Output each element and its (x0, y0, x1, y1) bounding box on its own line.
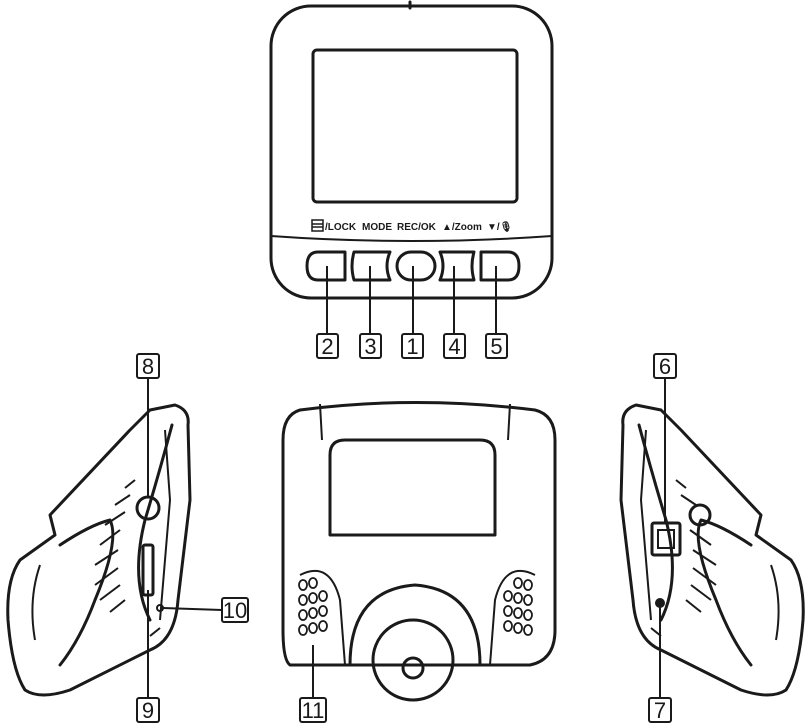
label-zoom: ▲/Zoom (442, 222, 482, 233)
rear-view (281, 401, 557, 702)
svg-text:3: 3 (364, 334, 376, 359)
callout-11: 11 (299, 697, 327, 723)
svg-text:11: 11 (302, 698, 325, 723)
callout-9: 9 (136, 697, 160, 723)
lens-mount (348, 583, 482, 667)
callout-7: 7 (648, 697, 672, 723)
callout-6: 6 (653, 353, 677, 379)
right-side-view (619, 378, 805, 698)
rear-speaker-vents (298, 577, 533, 636)
left-body (6, 403, 192, 697)
callout-1: 1 (401, 333, 424, 359)
label-lock: /LOCK (325, 222, 357, 233)
right-vents (650, 479, 717, 637)
svg-text:9: 9 (142, 698, 154, 723)
rear-window (328, 438, 497, 537)
lens-housing (371, 618, 455, 702)
callout-2: 2 (316, 333, 339, 359)
label-down-mic: ▼/🎙 (487, 221, 512, 233)
svg-text:6: 6 (659, 354, 671, 379)
svg-text:8: 8 (142, 354, 154, 379)
sd-card-slot (141, 543, 155, 597)
front-view: /LOCK MODE REC/OK ▲/Zoom ▼/🎙 (269, 0, 554, 334)
callout-4: 4 (443, 333, 466, 359)
lens-icon (401, 656, 425, 680)
button-mode[interactable] (350, 250, 392, 282)
svg-text:1: 1 (406, 334, 418, 359)
right-body (619, 403, 805, 697)
left-side-view (6, 378, 223, 698)
svg-text:7: 7 (654, 698, 666, 723)
button-zoom-up[interactable] (438, 250, 476, 282)
svg-text:5: 5 (490, 334, 502, 359)
button-down-mic[interactable] (479, 250, 521, 282)
callout-8: 8 (136, 353, 160, 379)
callout-5: 5 (485, 333, 508, 359)
callout-3: 3 (359, 333, 382, 359)
label-rec-ok: REC/OK (397, 222, 437, 233)
usb-port (650, 521, 682, 557)
callout-10: 10 (221, 597, 249, 623)
svg-text:2: 2 (321, 334, 333, 359)
button-lock[interactable] (305, 250, 347, 282)
rear-body (281, 401, 557, 667)
bezel-line (270, 235, 553, 242)
svg-text:10: 10 (223, 598, 247, 623)
button-rec-ok[interactable] (395, 250, 437, 282)
left-vents (94, 479, 161, 637)
label-mode: MODE (362, 222, 392, 233)
svg-text:4: 4 (448, 334, 460, 359)
lock-icon (311, 219, 324, 232)
screen (311, 48, 519, 204)
